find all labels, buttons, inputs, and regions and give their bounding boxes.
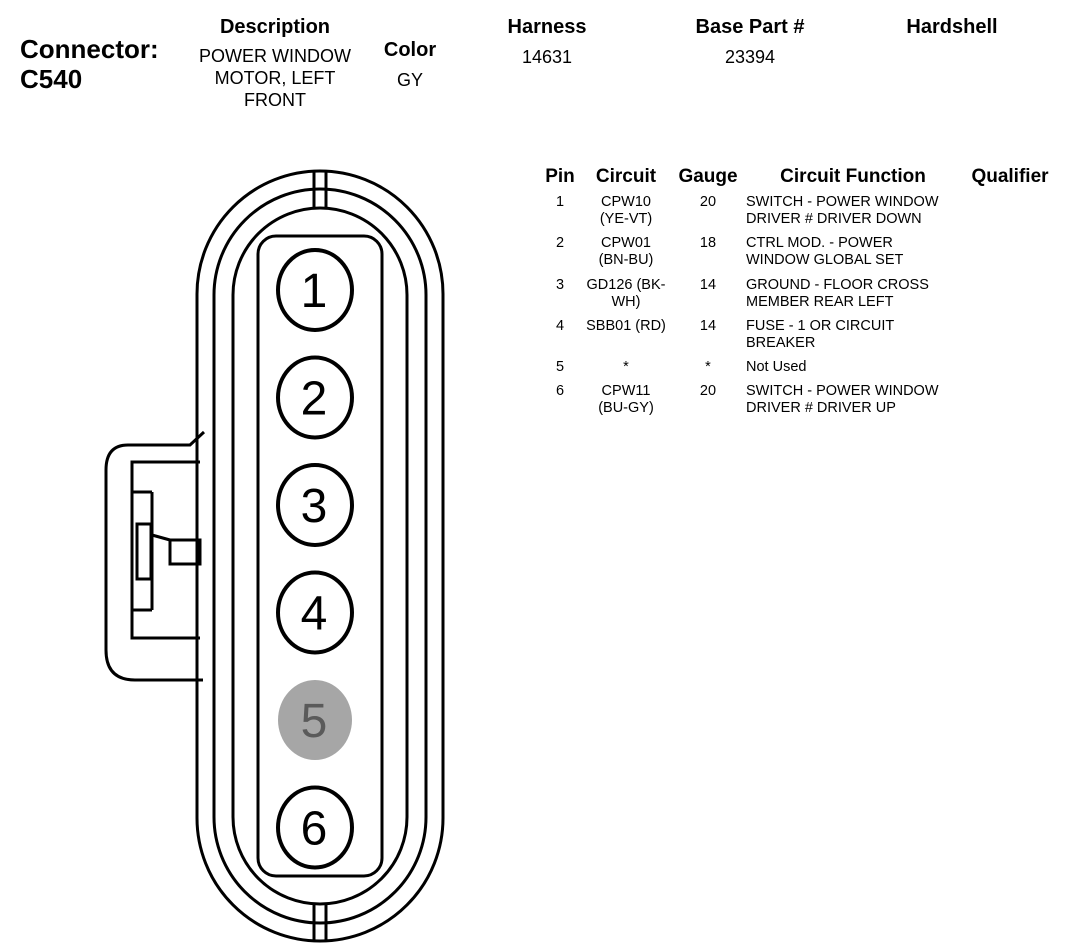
pin-4: 4 xyxy=(276,570,354,655)
description-label: Description xyxy=(219,16,331,38)
pin-number-label: 1 xyxy=(301,265,328,318)
harness-value: 14631 xyxy=(521,47,573,67)
gauge-column-header: Gauge xyxy=(678,166,738,187)
latch-outer xyxy=(104,430,206,682)
description-line: POWER WINDOW xyxy=(199,46,351,66)
pin-circle xyxy=(276,463,354,547)
pin-circle xyxy=(276,248,354,332)
pin-number: 5 xyxy=(555,359,565,375)
description-line: MOTOR, LEFT xyxy=(214,68,336,88)
pin-number-label: 5 xyxy=(301,695,328,748)
function-line: SWITCH - POWER WINDOW xyxy=(746,383,939,399)
housing-ring xyxy=(212,187,428,925)
gauge-value: 18 xyxy=(699,235,717,251)
qualifier-column-header: Qualifier xyxy=(971,166,1049,187)
latch-inner xyxy=(130,460,200,640)
pin-number: 2 xyxy=(555,235,565,251)
base-part-label: Base Part # xyxy=(695,16,805,38)
circuit-code: CPW11 (BU-GY) xyxy=(580,383,672,417)
color-value: GY xyxy=(396,70,423,90)
base-part-value: 23394 xyxy=(724,47,776,67)
gauge-value: 20 xyxy=(699,194,717,210)
pin-number: 1 xyxy=(555,194,565,210)
connector-label: Connector: xyxy=(20,34,159,64)
circuit-line: SBB01 (RD) xyxy=(586,318,666,334)
circuit-function: SWITCH - POWER WINDOW DRIVER # DRIVER UP xyxy=(746,383,976,417)
circuit-line: (YE-VT) xyxy=(599,211,653,227)
pin-circle xyxy=(276,570,354,655)
latch-line xyxy=(151,533,171,542)
circuit-line: WH) xyxy=(611,294,641,310)
circuit-code: GD126 (BK- WH) xyxy=(580,277,672,311)
pin-number: 3 xyxy=(555,277,565,293)
latch-slot xyxy=(168,538,202,566)
pin-number: 4 xyxy=(555,318,565,334)
color-label: Color xyxy=(383,39,437,61)
circuit-line: (BN-BU) xyxy=(598,252,654,268)
function-line: GROUND - FLOOR CROSS xyxy=(746,277,929,293)
circuit-line: CPW01 xyxy=(601,235,651,251)
circuit-function: FUSE - 1 OR CIRCUIT BREAKER xyxy=(746,318,976,352)
circuit-line: (BU-GY) xyxy=(598,400,654,416)
housing-ring-inner xyxy=(231,206,409,906)
pin-number: 6 xyxy=(555,383,565,399)
pin-number-label: 4 xyxy=(301,588,328,641)
pin-6: 6 xyxy=(276,785,354,870)
gauge-value: 20 xyxy=(699,383,717,399)
circuit-column-header: Circuit xyxy=(595,166,657,187)
gauge-value: 14 xyxy=(699,318,717,334)
pin-3: 3 xyxy=(276,463,354,547)
function-line: WINDOW GLOBAL SET xyxy=(746,252,904,268)
function-line: DRIVER # DRIVER DOWN xyxy=(746,211,922,227)
pin-circle xyxy=(276,785,354,870)
function-line: DRIVER # DRIVER UP xyxy=(746,400,896,416)
gauge-value: * xyxy=(705,359,711,375)
circuit-function: SWITCH - POWER WINDOW DRIVER # DRIVER DO… xyxy=(746,194,976,228)
function-line: CTRL MOD. - POWER xyxy=(746,235,893,251)
pin-column-header: Pin xyxy=(545,166,575,187)
pin-circle-unused xyxy=(278,680,352,760)
pin-2: 2 xyxy=(276,355,354,440)
pin-circle xyxy=(276,355,354,440)
function-line: FUSE - 1 OR CIRCUIT xyxy=(746,318,895,334)
latch-step xyxy=(132,490,154,612)
pin-number-label: 2 xyxy=(301,373,328,426)
latch-tab xyxy=(135,522,153,581)
pin-cavity xyxy=(256,234,384,878)
pin-1: 1 xyxy=(276,248,354,332)
function-column-header: Circuit Function xyxy=(780,166,926,187)
pin-5: 5 xyxy=(278,680,352,760)
circuit-code: CPW10 (YE-VT) xyxy=(580,194,672,228)
circuit-line: GD126 (BK- xyxy=(586,277,666,293)
pin-number-label: 6 xyxy=(301,803,328,856)
housing-outer xyxy=(195,169,445,943)
description-value: POWER WINDOW MOTOR, LEFT FRONT xyxy=(175,45,375,111)
function-line: MEMBER REAR LEFT xyxy=(746,294,894,310)
circuit-code: CPW01 (BN-BU) xyxy=(580,235,672,269)
function-line: BREAKER xyxy=(746,335,816,351)
harness-label: Harness xyxy=(507,16,587,38)
circuit-code: SBB01 (RD) xyxy=(580,318,672,335)
circuit-function: GROUND - FLOOR CROSS MEMBER REAR LEFT xyxy=(746,277,976,311)
pin-layer: 1 2 3 4 5 6 xyxy=(276,248,354,870)
gauge-value: 14 xyxy=(699,277,717,293)
connector-id: C540 xyxy=(20,64,83,94)
function-line: Not Used xyxy=(746,359,807,375)
pin-number-label: 3 xyxy=(301,480,328,533)
circuit-line: * xyxy=(623,359,629,375)
function-line: SWITCH - POWER WINDOW xyxy=(746,194,939,210)
description-line: FRONT xyxy=(244,90,306,110)
hardshell-label: Hardshell xyxy=(906,16,998,38)
circuit-function: Not Used xyxy=(746,359,976,376)
circuit-line: CPW10 xyxy=(601,194,651,210)
circuit-function: CTRL MOD. - POWER WINDOW GLOBAL SET xyxy=(746,235,976,269)
circuit-line: CPW11 xyxy=(601,383,651,399)
circuit-code: * xyxy=(580,359,672,376)
